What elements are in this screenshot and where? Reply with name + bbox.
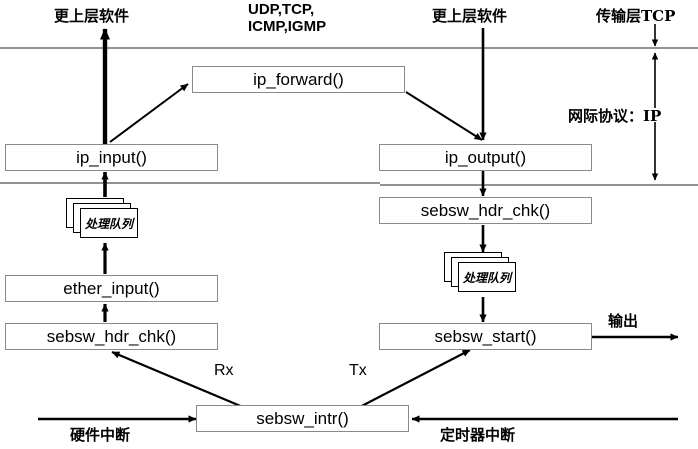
label-timer-interrupt: 定时器中断 bbox=[440, 426, 516, 444]
label-output: 输出 bbox=[608, 312, 639, 330]
label-hardware-interrupt: 硬件中断 bbox=[70, 426, 131, 444]
label-upper-software-right: 更上层软件 bbox=[432, 7, 508, 25]
label-tx: Tx bbox=[349, 362, 367, 379]
box-sebsw-hdr-chk-tx[interactable]: sebsw_hdr_chk() bbox=[379, 197, 592, 224]
label-transport-layer: 传输层TCP bbox=[596, 7, 676, 25]
box-sebsw-hdr-chk-rx[interactable]: sebsw_hdr_chk() bbox=[5, 323, 218, 350]
box-ip-forward[interactable]: ip_forward() bbox=[192, 66, 405, 93]
queue-sheet-front bbox=[80, 208, 138, 238]
label-upper-software-left: 更上层软件 bbox=[54, 7, 130, 25]
label-protocols-line1: UDP,TCP, bbox=[248, 1, 315, 18]
arrow-rx-sebsw-intr-to-sebsw-hdr-chk bbox=[111, 350, 251, 412]
label-rx: Rx bbox=[214, 362, 234, 379]
box-sebsw-intr[interactable]: sebsw_intr() bbox=[196, 405, 409, 432]
box-ip-input[interactable]: ip_input() bbox=[5, 144, 218, 171]
label-protocols-line2: ICMP,IGMP bbox=[248, 18, 327, 35]
box-ether-input[interactable]: ether_input() bbox=[5, 275, 218, 302]
label-internet-layer: 网际协议：IP bbox=[568, 107, 662, 125]
arrow-ip-forward-to-ip-output bbox=[405, 91, 483, 141]
label-protocols: UDP,TCP, ICMP,IGMP bbox=[248, 1, 326, 35]
queue-tx-processing[interactable]: 处理队列 bbox=[444, 252, 522, 298]
queue-tx-label: 处理队列 bbox=[462, 270, 511, 285]
arrow-tx-sebsw-intr-to-sebsw-start bbox=[353, 349, 471, 411]
queue-rx-processing[interactable]: 处理队列 bbox=[66, 198, 144, 244]
box-sebsw-start[interactable]: sebsw_start() bbox=[379, 323, 592, 350]
arrow-ip-input-to-ip-forward bbox=[109, 83, 189, 143]
box-ip-output[interactable]: ip_output() bbox=[379, 144, 592, 171]
queue-rx-label: 处理队列 bbox=[84, 216, 133, 231]
queue-sheet-front bbox=[458, 262, 516, 292]
